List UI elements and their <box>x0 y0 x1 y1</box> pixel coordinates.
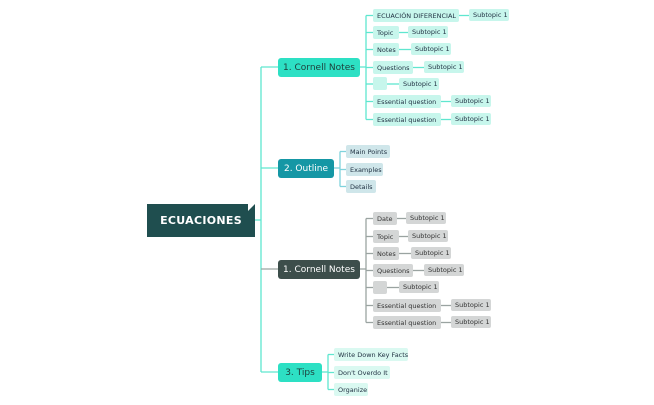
cornell-essential-question[interactable]: Essential question <box>373 299 441 312</box>
note-fold-icon <box>248 204 255 211</box>
subtopic-node[interactable]: Subtopic 1 <box>408 26 448 38</box>
subtopic-node[interactable]: Subtopic 1 <box>399 281 439 293</box>
cornell-date[interactable]: Date <box>373 212 397 225</box>
cornell-empty-node[interactable] <box>373 281 387 294</box>
tips-organize[interactable]: Organize <box>334 383 368 396</box>
root-node[interactable]: ECUACIONES <box>147 204 255 237</box>
subtopic-node[interactable]: Subtopic 1 <box>411 247 451 259</box>
subtopic-node[interactable]: Subtopic 1 <box>451 299 491 311</box>
subtopic-node[interactable]: Subtopic 1 <box>451 95 491 107</box>
cornell-questions[interactable]: Questions <box>373 264 413 277</box>
cornell-notes[interactable]: Notes <box>373 247 399 260</box>
subtopic-node[interactable]: Subtopic 1 <box>424 264 464 276</box>
branch-cornell-notes-1[interactable]: 1. Cornell Notes <box>278 58 360 77</box>
branch-outline[interactable]: 2. Outline <box>278 159 334 178</box>
subtopic-node[interactable]: Subtopic 1 <box>451 113 491 125</box>
outline-details[interactable]: Details <box>346 180 376 193</box>
cornell-essential-question[interactable]: Essential question <box>373 316 441 329</box>
cornell-topic[interactable]: Topic <box>373 26 399 39</box>
outline-main-points[interactable]: Main Points <box>346 145 390 158</box>
subtopic-node[interactable]: Subtopic 1 <box>399 78 439 90</box>
cornell-ecuacion-diferencial[interactable]: ECUACIÓN DIFERENCIAL <box>373 9 459 22</box>
tips-dont-overdo-it[interactable]: Don't Overdo It <box>334 366 390 379</box>
cornell-questions[interactable]: Questions <box>373 61 413 74</box>
cornell-notes[interactable]: Notes <box>373 43 399 56</box>
cornell-empty-node[interactable] <box>373 77 387 90</box>
subtopic-node[interactable]: Subtopic 1 <box>411 43 451 55</box>
subtopic-node[interactable]: Subtopic 1 <box>424 61 464 73</box>
cornell-topic[interactable]: Topic <box>373 230 399 243</box>
subtopic-node[interactable]: Subtopic 1 <box>469 9 509 21</box>
cornell-essential-question[interactable]: Essential question <box>373 113 441 126</box>
root-label: ECUACIONES <box>160 214 242 227</box>
cornell-essential-question[interactable]: Essential question <box>373 95 441 108</box>
subtopic-node[interactable]: Subtopic 1 <box>451 316 491 328</box>
tips-write-down-key-facts[interactable]: Write Down Key Facts <box>334 348 408 361</box>
subtopic-node[interactable]: Subtopic 1 <box>406 212 446 224</box>
branch-cornell-notes-2[interactable]: 1. Cornell Notes <box>278 260 360 279</box>
outline-examples[interactable]: Examples <box>346 163 383 176</box>
branch-tips[interactable]: 3. Tips <box>278 363 322 382</box>
subtopic-node[interactable]: Subtopic 1 <box>408 230 448 242</box>
